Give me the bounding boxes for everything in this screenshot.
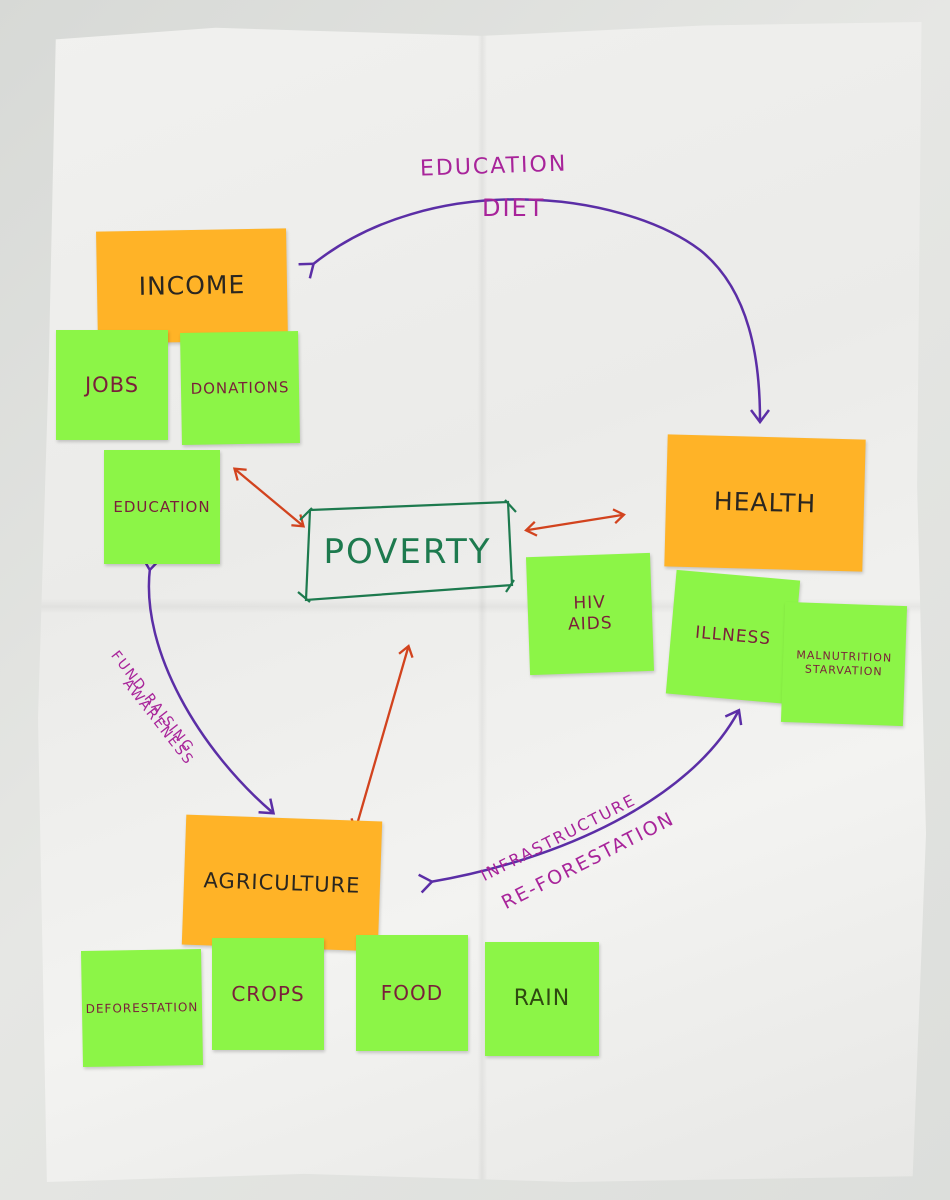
health-note: HEALTH <box>664 434 866 572</box>
hiv-label: HIV <box>573 592 607 614</box>
health-label: HEALTH <box>713 487 817 519</box>
rain-label: RAIN <box>513 986 571 1012</box>
donations-label: DONATIONS <box>190 377 290 398</box>
arrow-poverty-education <box>232 467 306 528</box>
crops-label: CROPS <box>231 981 305 1006</box>
poverty-label: POVERTY <box>323 532 492 572</box>
arrow-agriculture-health <box>418 708 743 894</box>
jobs-note: JOBS <box>56 330 168 440</box>
arrow-education-agriculture <box>141 556 276 815</box>
education-note: EDUCATION <box>104 450 220 564</box>
food-note: FOOD <box>356 935 468 1051</box>
arrow-poverty-agriculture <box>350 644 414 832</box>
jobs-label: JOBS <box>84 372 140 397</box>
arrow-income-health <box>298 198 770 425</box>
malnutrition-note: MALNUTRITION STARVATION <box>780 601 908 727</box>
income-label: INCOME <box>138 270 246 302</box>
starvation-label: STARVATION <box>804 662 883 679</box>
hiv-aids-note: HIV AIDS <box>525 552 655 676</box>
label-diet: DIET <box>482 194 546 222</box>
label-education-top: EDUCATION <box>419 151 568 182</box>
deforestation-note: DEFORESTATION <box>80 948 204 1068</box>
illness-label: ILLNESS <box>694 623 772 650</box>
aids-label: AIDS <box>567 613 613 635</box>
donations-note: DONATIONS <box>180 330 300 446</box>
education-label: EDUCATION <box>113 497 211 516</box>
deforestation-label: DEFORESTATION <box>85 999 199 1016</box>
income-note: INCOME <box>96 228 288 344</box>
poverty-node: POVERTY <box>300 498 515 606</box>
crops-note: CROPS <box>212 938 324 1050</box>
illness-note: ILLNESS <box>665 569 801 705</box>
rain-note: RAIN <box>485 942 599 1056</box>
arrow-poverty-health <box>524 508 626 537</box>
agriculture-note: AGRICULTURE <box>181 814 383 952</box>
agriculture-label: AGRICULTURE <box>203 868 361 898</box>
food-label: FOOD <box>380 980 444 1005</box>
poverty-box-outline <box>297 499 517 603</box>
